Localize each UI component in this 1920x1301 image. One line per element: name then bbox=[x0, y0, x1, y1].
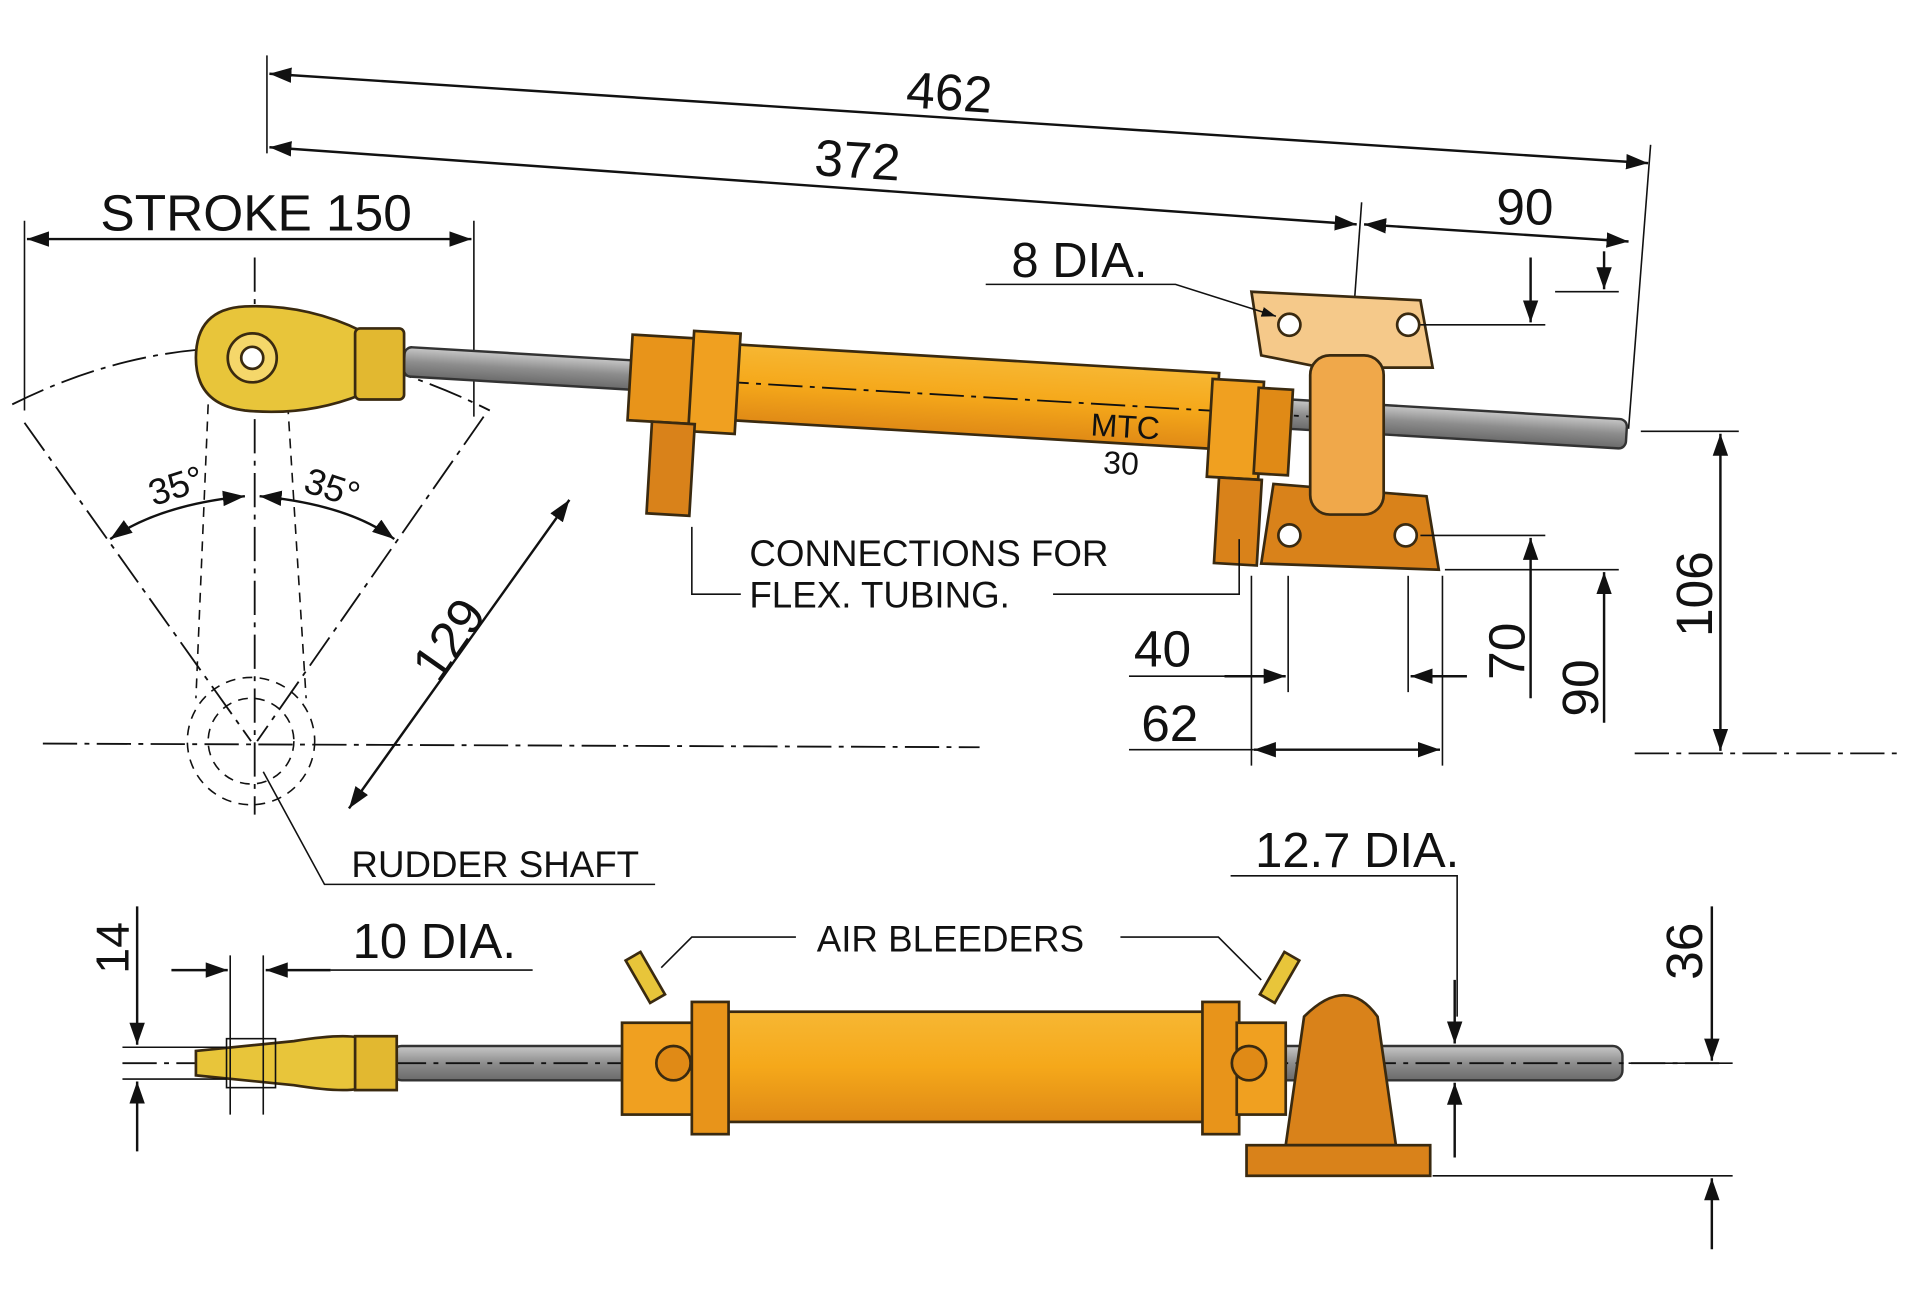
side-mount-bracket bbox=[1284, 994, 1398, 1147]
center-length-label: 372 bbox=[813, 128, 902, 191]
radius-dimension bbox=[347, 499, 571, 810]
rod-eye-bore bbox=[239, 345, 265, 371]
overall-length-label: 462 bbox=[905, 60, 994, 123]
bracket-offset-label: 90 bbox=[1496, 177, 1553, 235]
mount-hole bbox=[1277, 312, 1302, 338]
bracket-offset-dimension bbox=[1364, 218, 1629, 248]
angle-right-label: 35° bbox=[299, 460, 364, 516]
eye-thickness-label: 14 bbox=[87, 922, 139, 974]
side-base-plate bbox=[1245, 1143, 1432, 1178]
base-height-label: 36 bbox=[1655, 923, 1713, 980]
axis-height-label: 106 bbox=[1665, 551, 1723, 637]
rod-diameter-label: 12.7 DIA. bbox=[1255, 824, 1459, 878]
stroke-label: STROKE 150 bbox=[100, 184, 411, 242]
connections-label-line1: CONNECTIONS FOR bbox=[749, 533, 1108, 574]
rod-eye-nut bbox=[353, 327, 406, 401]
connections-label-line2: FLEX. TUBING. bbox=[749, 575, 1010, 616]
center-length-dimension bbox=[269, 141, 1357, 231]
eye-bore-label: 10 DIA. bbox=[353, 915, 516, 969]
front-end-cap bbox=[626, 333, 698, 426]
connection-port-rear bbox=[1212, 475, 1264, 567]
angle-left-label: 35° bbox=[143, 458, 208, 514]
foot-width-outer-label: 62 bbox=[1141, 694, 1198, 752]
foot-height-label: 90 bbox=[1551, 659, 1609, 716]
radius-label: 129 bbox=[400, 587, 497, 691]
rod-eye bbox=[194, 304, 363, 414]
side-rod-eye bbox=[194, 1034, 369, 1092]
connection-port-front bbox=[645, 420, 697, 518]
air-bleeders-label: AIR BLEEDERS bbox=[817, 919, 1084, 960]
pivot-block bbox=[1308, 354, 1386, 516]
mount-hole-label: 8 DIA. bbox=[1011, 234, 1147, 288]
foot-width-inner-label: 40 bbox=[1134, 619, 1191, 677]
overall-length-dimension bbox=[269, 67, 1649, 170]
model-name: MTC bbox=[1090, 406, 1161, 446]
model-size: 30 bbox=[1102, 444, 1139, 482]
side-view: AIR BLEEDERS 12.7 DIA. 36 14 10 DIA. bbox=[87, 824, 1733, 1250]
rudder-shaft-circle bbox=[186, 676, 316, 806]
rudder-shaft-label: RUDDER SHAFT bbox=[351, 844, 639, 885]
side-cylinder-barrel bbox=[721, 1010, 1208, 1124]
air-bleeder-rear bbox=[1258, 950, 1302, 1005]
top-view: 35° 35° 129 RUDDER SHAFT STROKE 150 462 … bbox=[11, 55, 1905, 886]
center-line-horizontal bbox=[42, 742, 980, 749]
hole-spacing-label: 70 bbox=[1477, 623, 1535, 680]
air-bleeder-front bbox=[623, 950, 667, 1005]
